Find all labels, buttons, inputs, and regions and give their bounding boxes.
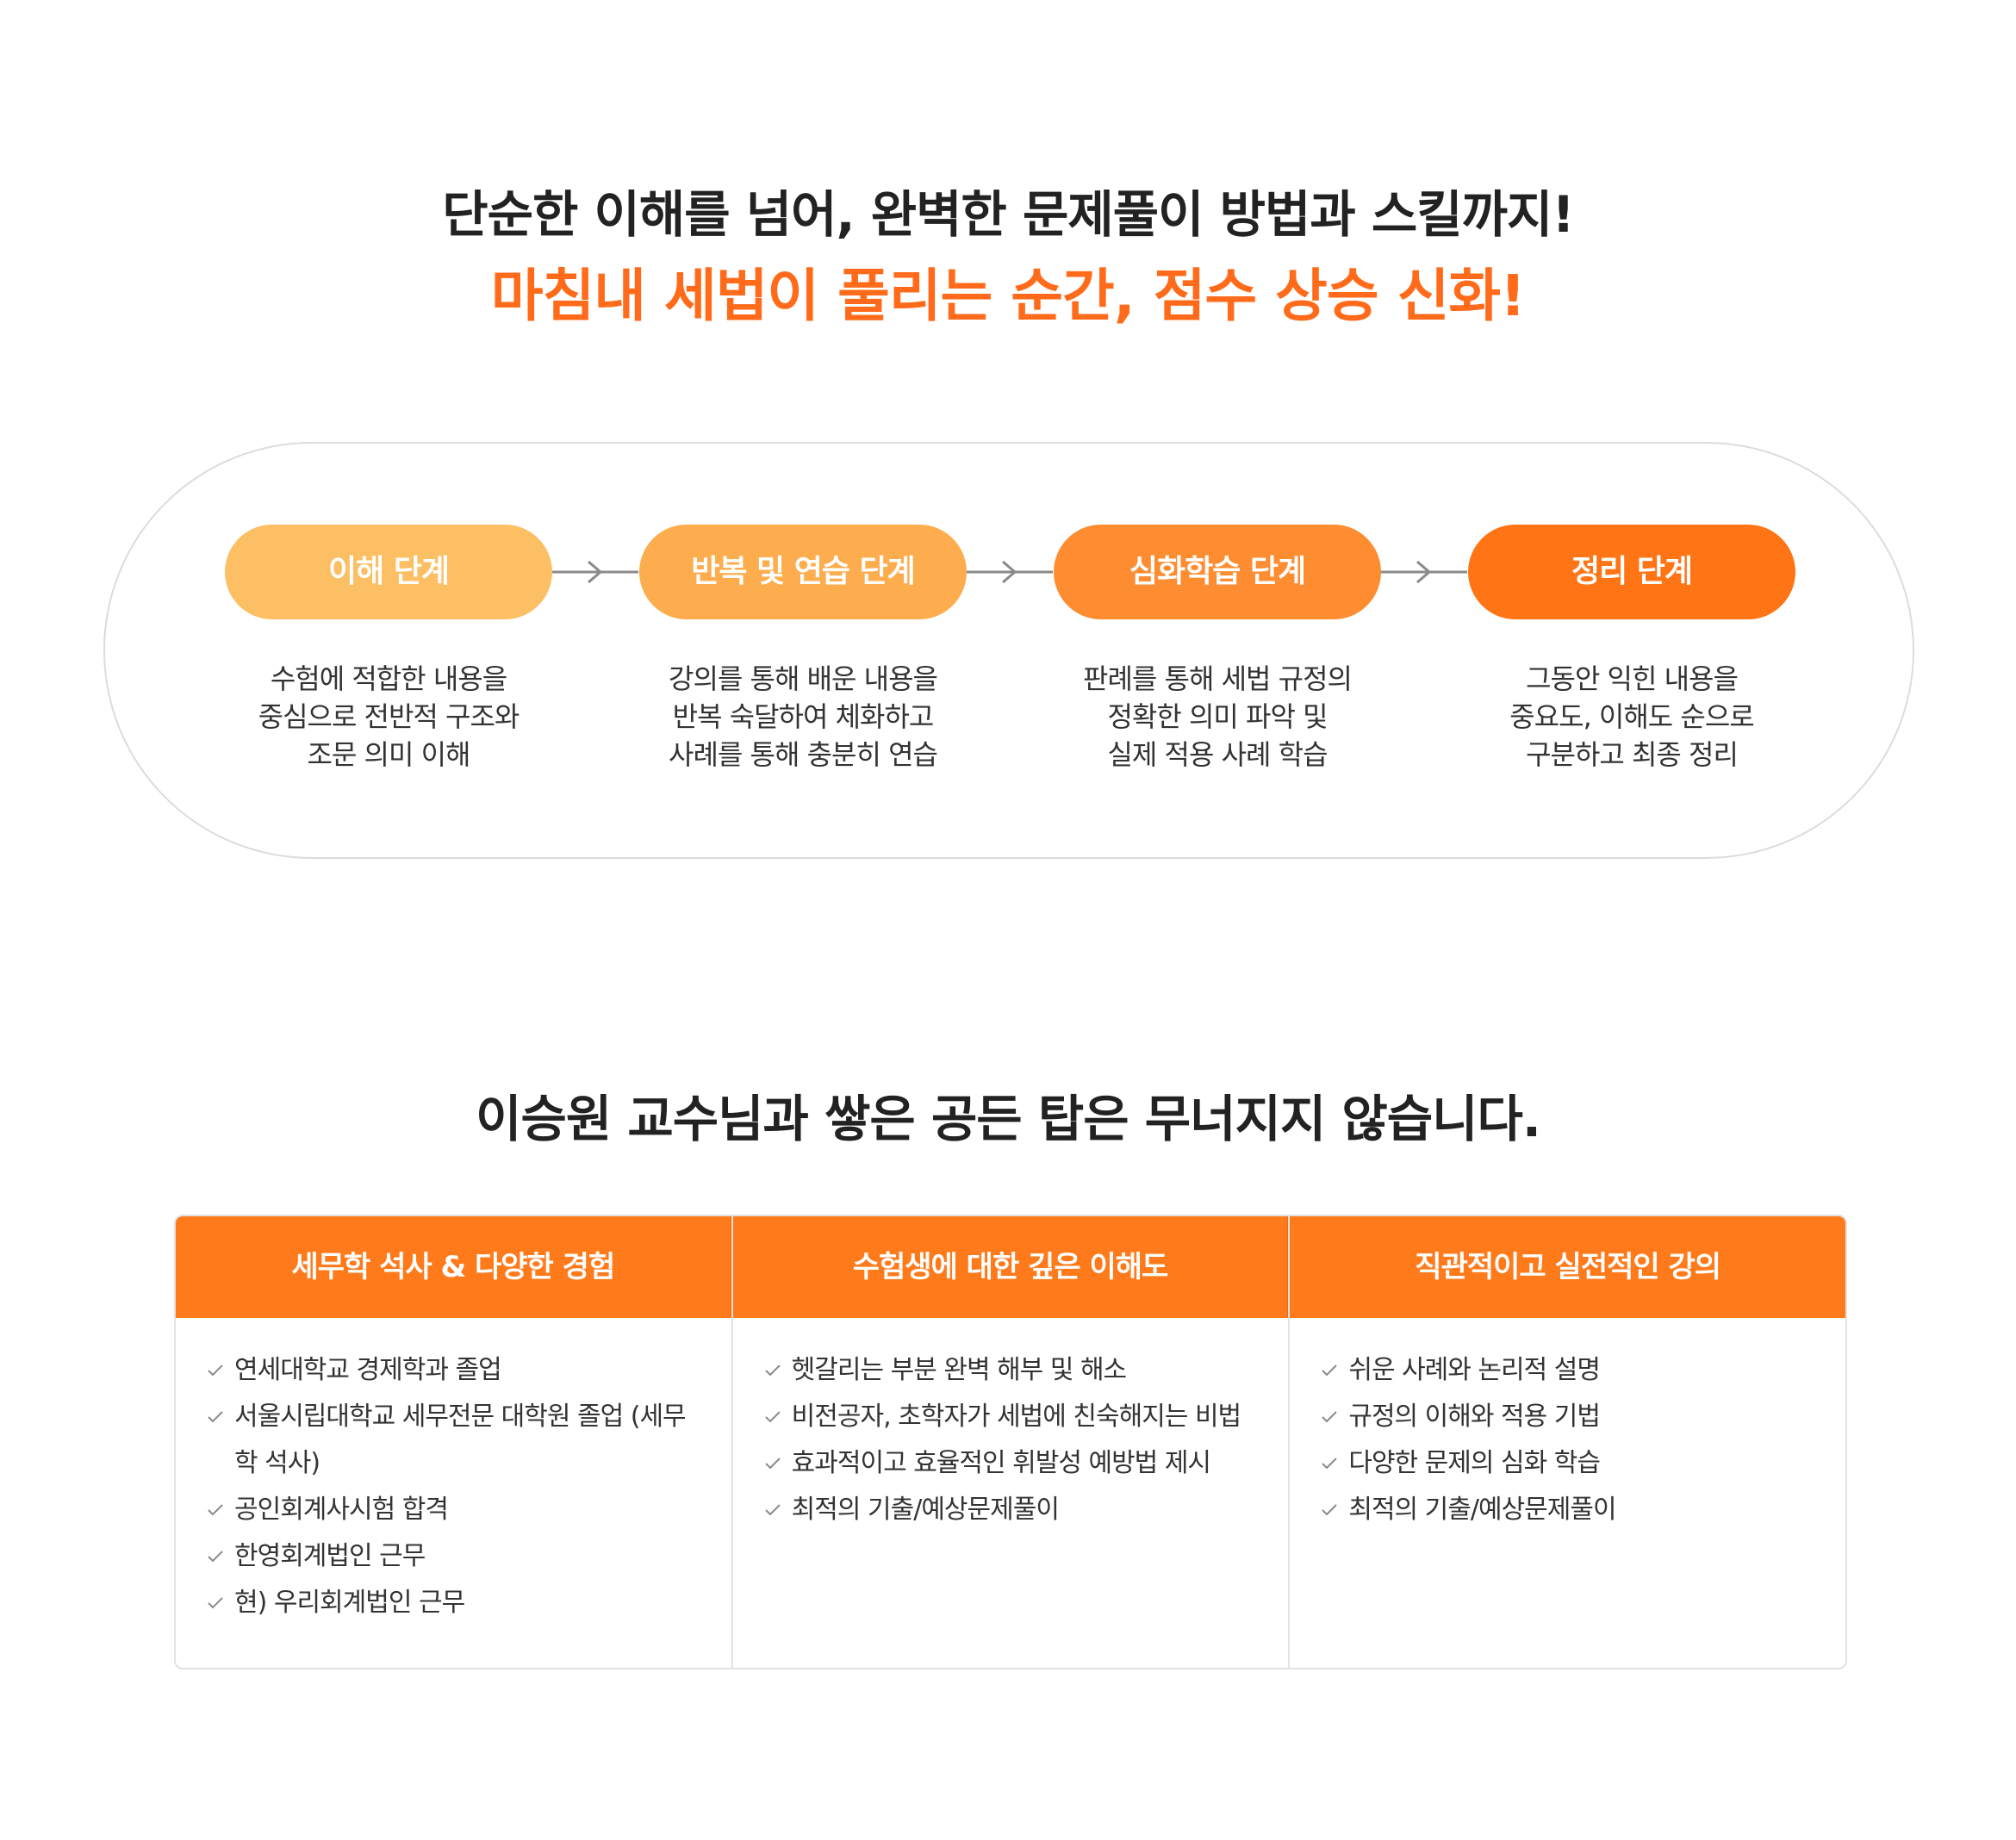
list-item: 헷갈리는 부분 완벽 해부 및 해소 [764, 1347, 1263, 1394]
check-icon [1322, 1411, 1338, 1423]
arrow-right-icon [552, 560, 638, 584]
list-item: 다양한 문제의 심화 학습 [1321, 1440, 1820, 1487]
check-icon [764, 1364, 781, 1377]
list-item-text: 최적의 기출/예상문제풀이 [791, 1495, 1060, 1525]
step-desc-line: 판례를 통해 세법 규정의 [1083, 662, 1353, 695]
step-desc-line: 강의를 통해 배운 내용을 [669, 662, 938, 695]
list-item: 공인회계사시험 합격 [207, 1487, 706, 1533]
headline-line-1: 단순한 이해를 넘어, 완벽한 문제풀이 방법과 스킬까지! [442, 185, 1575, 244]
list-item-text: 한영회계법인 근무 [234, 1541, 426, 1571]
list-item: 현) 우리회계법인 근무 [207, 1580, 706, 1626]
list-item: 효과적이고 효율적인 휘발성 예방법 제시 [764, 1440, 1263, 1487]
list-item: 한영회계법인 근무 [207, 1533, 706, 1580]
list-item-text: 최적의 기출/예상문제풀이 [1348, 1495, 1616, 1525]
step-desc-understanding: 수험에 적합한 내용을 중심으로 전반적 구조와 조문 의미 이해 [190, 660, 587, 774]
list-item-text: 효과적이고 효율적인 휘발성 예방법 제시 [791, 1448, 1211, 1478]
list-item: 규정의 이해와 적용 기법 [1321, 1394, 1820, 1440]
list-item-text: 쉬운 사례와 논리적 설명 [1348, 1355, 1601, 1385]
list-item-text: 비전공자, 초학자가 세법에 친숙해지는 비법 [791, 1402, 1241, 1432]
list-item: 쉬운 사례와 논리적 설명 [1321, 1347, 1820, 1394]
professor-strengths-table: 세무학 석사 & 다양한 경험 연세대학교 경제학과 졸업 서울시립대학교 세무… [174, 1215, 1847, 1669]
step-desc-practice: 강의를 통해 배운 내용을 반복 숙달하여 체화하고 사례를 통해 충분히 연습 [605, 660, 1001, 774]
check-icon [208, 1597, 223, 1609]
step-pill-summary: 정리 단계 [1468, 525, 1795, 619]
step-desc-summary: 그동안 익힌 내용을 중요도, 이해도 순으로 구분하고 최종 정리 [1434, 660, 1830, 774]
strength-column-lecture: 직관적이고 실전적인 강의 쉬운 사례와 논리적 설명 규정의 이해와 적용 기… [1288, 1216, 1845, 1668]
list-item-text: 현) 우리회계법인 근무 [234, 1588, 465, 1618]
list-item: 연세대학교 경제학과 졸업 [207, 1347, 706, 1394]
check-icon [764, 1411, 781, 1423]
check-icon [1322, 1504, 1338, 1516]
list-item-text: 헷갈리는 부분 완벽 해부 및 해소 [791, 1355, 1127, 1385]
step-desc-line: 조문 의미 이해 [307, 738, 471, 771]
check-icon [208, 1551, 223, 1563]
list-item-text: 다양한 문제의 심화 학습 [1348, 1448, 1601, 1478]
step-desc-line: 중요도, 이해도 순으로 [1509, 700, 1754, 733]
check-icon [1322, 1364, 1338, 1377]
step-desc-line: 사례를 통해 충분히 연습 [669, 738, 938, 771]
column-header: 수험생에 대한 깊은 이해도 [732, 1216, 1289, 1318]
arrow-right-icon [967, 560, 1053, 584]
check-icon [208, 1504, 223, 1516]
check-icon [764, 1458, 781, 1470]
step-desc-line: 정확한 의미 파악 및 [1107, 700, 1328, 733]
step-desc-line: 구분하고 최종 정리 [1526, 738, 1739, 771]
step-desc-line: 수험에 적합한 내용을 [270, 662, 507, 695]
step-pill-understanding: 이해 단계 [225, 525, 552, 619]
check-icon [1322, 1458, 1338, 1470]
strength-column-understanding: 수험생에 대한 깊은 이해도 헷갈리는 부분 완벽 해부 및 해소 비전공자, … [731, 1216, 1289, 1668]
column-list: 쉬운 사례와 논리적 설명 규정의 이해와 적용 기법 다양한 문제의 심화 학… [1290, 1318, 1845, 1533]
list-item: 서울시립대학교 세무전문 대학원 졸업 (세무학 석사) [207, 1394, 706, 1487]
list-item-text: 서울시립대학교 세무전문 대학원 졸업 (세무학 석사) [234, 1402, 687, 1478]
list-item: 최적의 기출/예상문제풀이 [764, 1487, 1263, 1533]
list-item-text: 규정의 이해와 적용 기법 [1348, 1402, 1601, 1432]
check-icon [208, 1364, 223, 1377]
step-desc-line: 그동안 익힌 내용을 [1526, 662, 1739, 695]
headline-line-2: 마침내 세법이 풀리는 순간, 점수 상승 신화! [490, 263, 1526, 329]
step-desc-line: 실제 적용 사례 학습 [1107, 738, 1328, 771]
step-desc-line: 중심으로 전반적 구조와 [258, 700, 520, 733]
column-list: 헷갈리는 부분 완벽 해부 및 해소 비전공자, 초학자가 세법에 친숙해지는 … [733, 1318, 1289, 1533]
arrow-right-icon [1381, 560, 1467, 584]
strength-column-experience: 세무학 석사 & 다양한 경험 연세대학교 경제학과 졸업 서울시립대학교 세무… [176, 1216, 731, 1668]
column-header: 세무학 석사 & 다양한 경험 [176, 1216, 731, 1318]
learning-steps-panel [103, 442, 1914, 859]
step-pill-practice: 반복 및 연습 단계 [639, 525, 967, 619]
column-list: 연세대학교 경제학과 졸업 서울시립대학교 세무전문 대학원 졸업 (세무학 석… [176, 1318, 731, 1626]
step-desc-line: 반복 숙달하여 체화하고 [672, 700, 935, 733]
step-desc-advanced: 판례를 통해 세법 규정의 정확한 의미 파악 및 실제 적용 사례 학습 [1019, 660, 1416, 774]
list-item-text: 공인회계사시험 합격 [234, 1495, 449, 1525]
list-item-text: 연세대학교 경제학과 졸업 [234, 1355, 502, 1385]
check-icon [764, 1504, 781, 1516]
column-header: 직관적이고 실전적인 강의 [1290, 1216, 1845, 1318]
list-item: 최적의 기출/예상문제풀이 [1321, 1487, 1820, 1533]
list-item: 비전공자, 초학자가 세법에 친숙해지는 비법 [764, 1394, 1263, 1440]
check-icon [208, 1411, 223, 1423]
step-pill-advanced: 심화학습 단계 [1054, 525, 1381, 619]
section-title: 이승원 교수님과 쌓은 공든 탑은 무너지지 않습니다. [476, 1090, 1541, 1148]
